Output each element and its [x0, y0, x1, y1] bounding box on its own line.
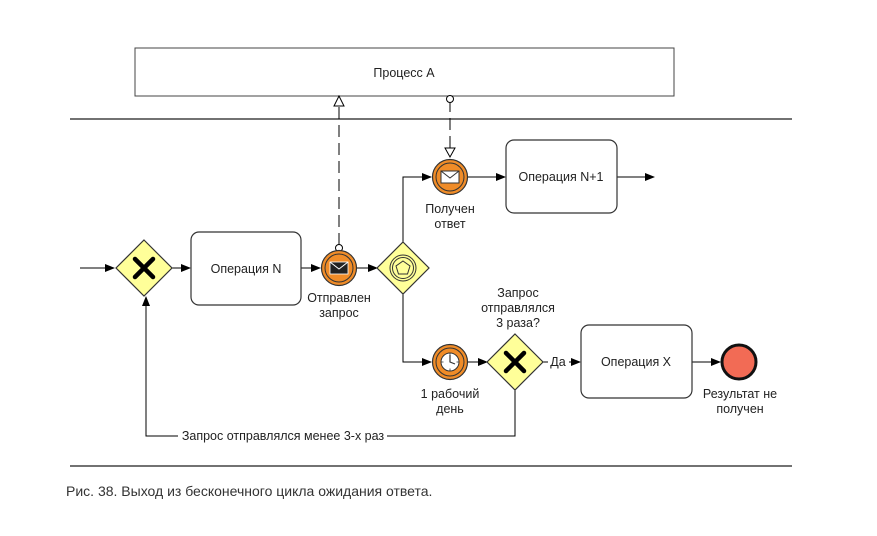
- end-event: [720, 343, 758, 381]
- bpmn-diagram: Процесс А Операция N: [70, 47, 792, 467]
- message-flow-response: [444, 95, 456, 159]
- task-operation-n1: [505, 139, 618, 214]
- task-operation-n1-label: Операция N+1: [518, 170, 603, 184]
- timer-catch-event: [431, 343, 469, 381]
- task-operation-x-label: Операция X: [601, 355, 672, 369]
- pool-process-a: [134, 47, 675, 97]
- yes-flow-label: Да: [550, 355, 565, 369]
- exclusive-gateway-merge: [115, 239, 173, 297]
- message-throw-event: [320, 249, 358, 287]
- task-operation-x: [580, 324, 693, 399]
- message-catch-event: [431, 158, 469, 196]
- exclusive-gateway-decision: [486, 333, 544, 391]
- task-operation-n-label: Операция N: [211, 262, 282, 276]
- event-based-gateway: [376, 241, 430, 295]
- task-operation-n: [190, 231, 302, 306]
- sequence-flows: [80, 173, 721, 437]
- figure-caption: Рис. 38. Выход из бесконечного цикла ожи…: [66, 483, 433, 499]
- loop-flow-label: Запрос отправлялся менее 3-х раз: [182, 429, 385, 443]
- pool-label: Процесс А: [373, 66, 435, 80]
